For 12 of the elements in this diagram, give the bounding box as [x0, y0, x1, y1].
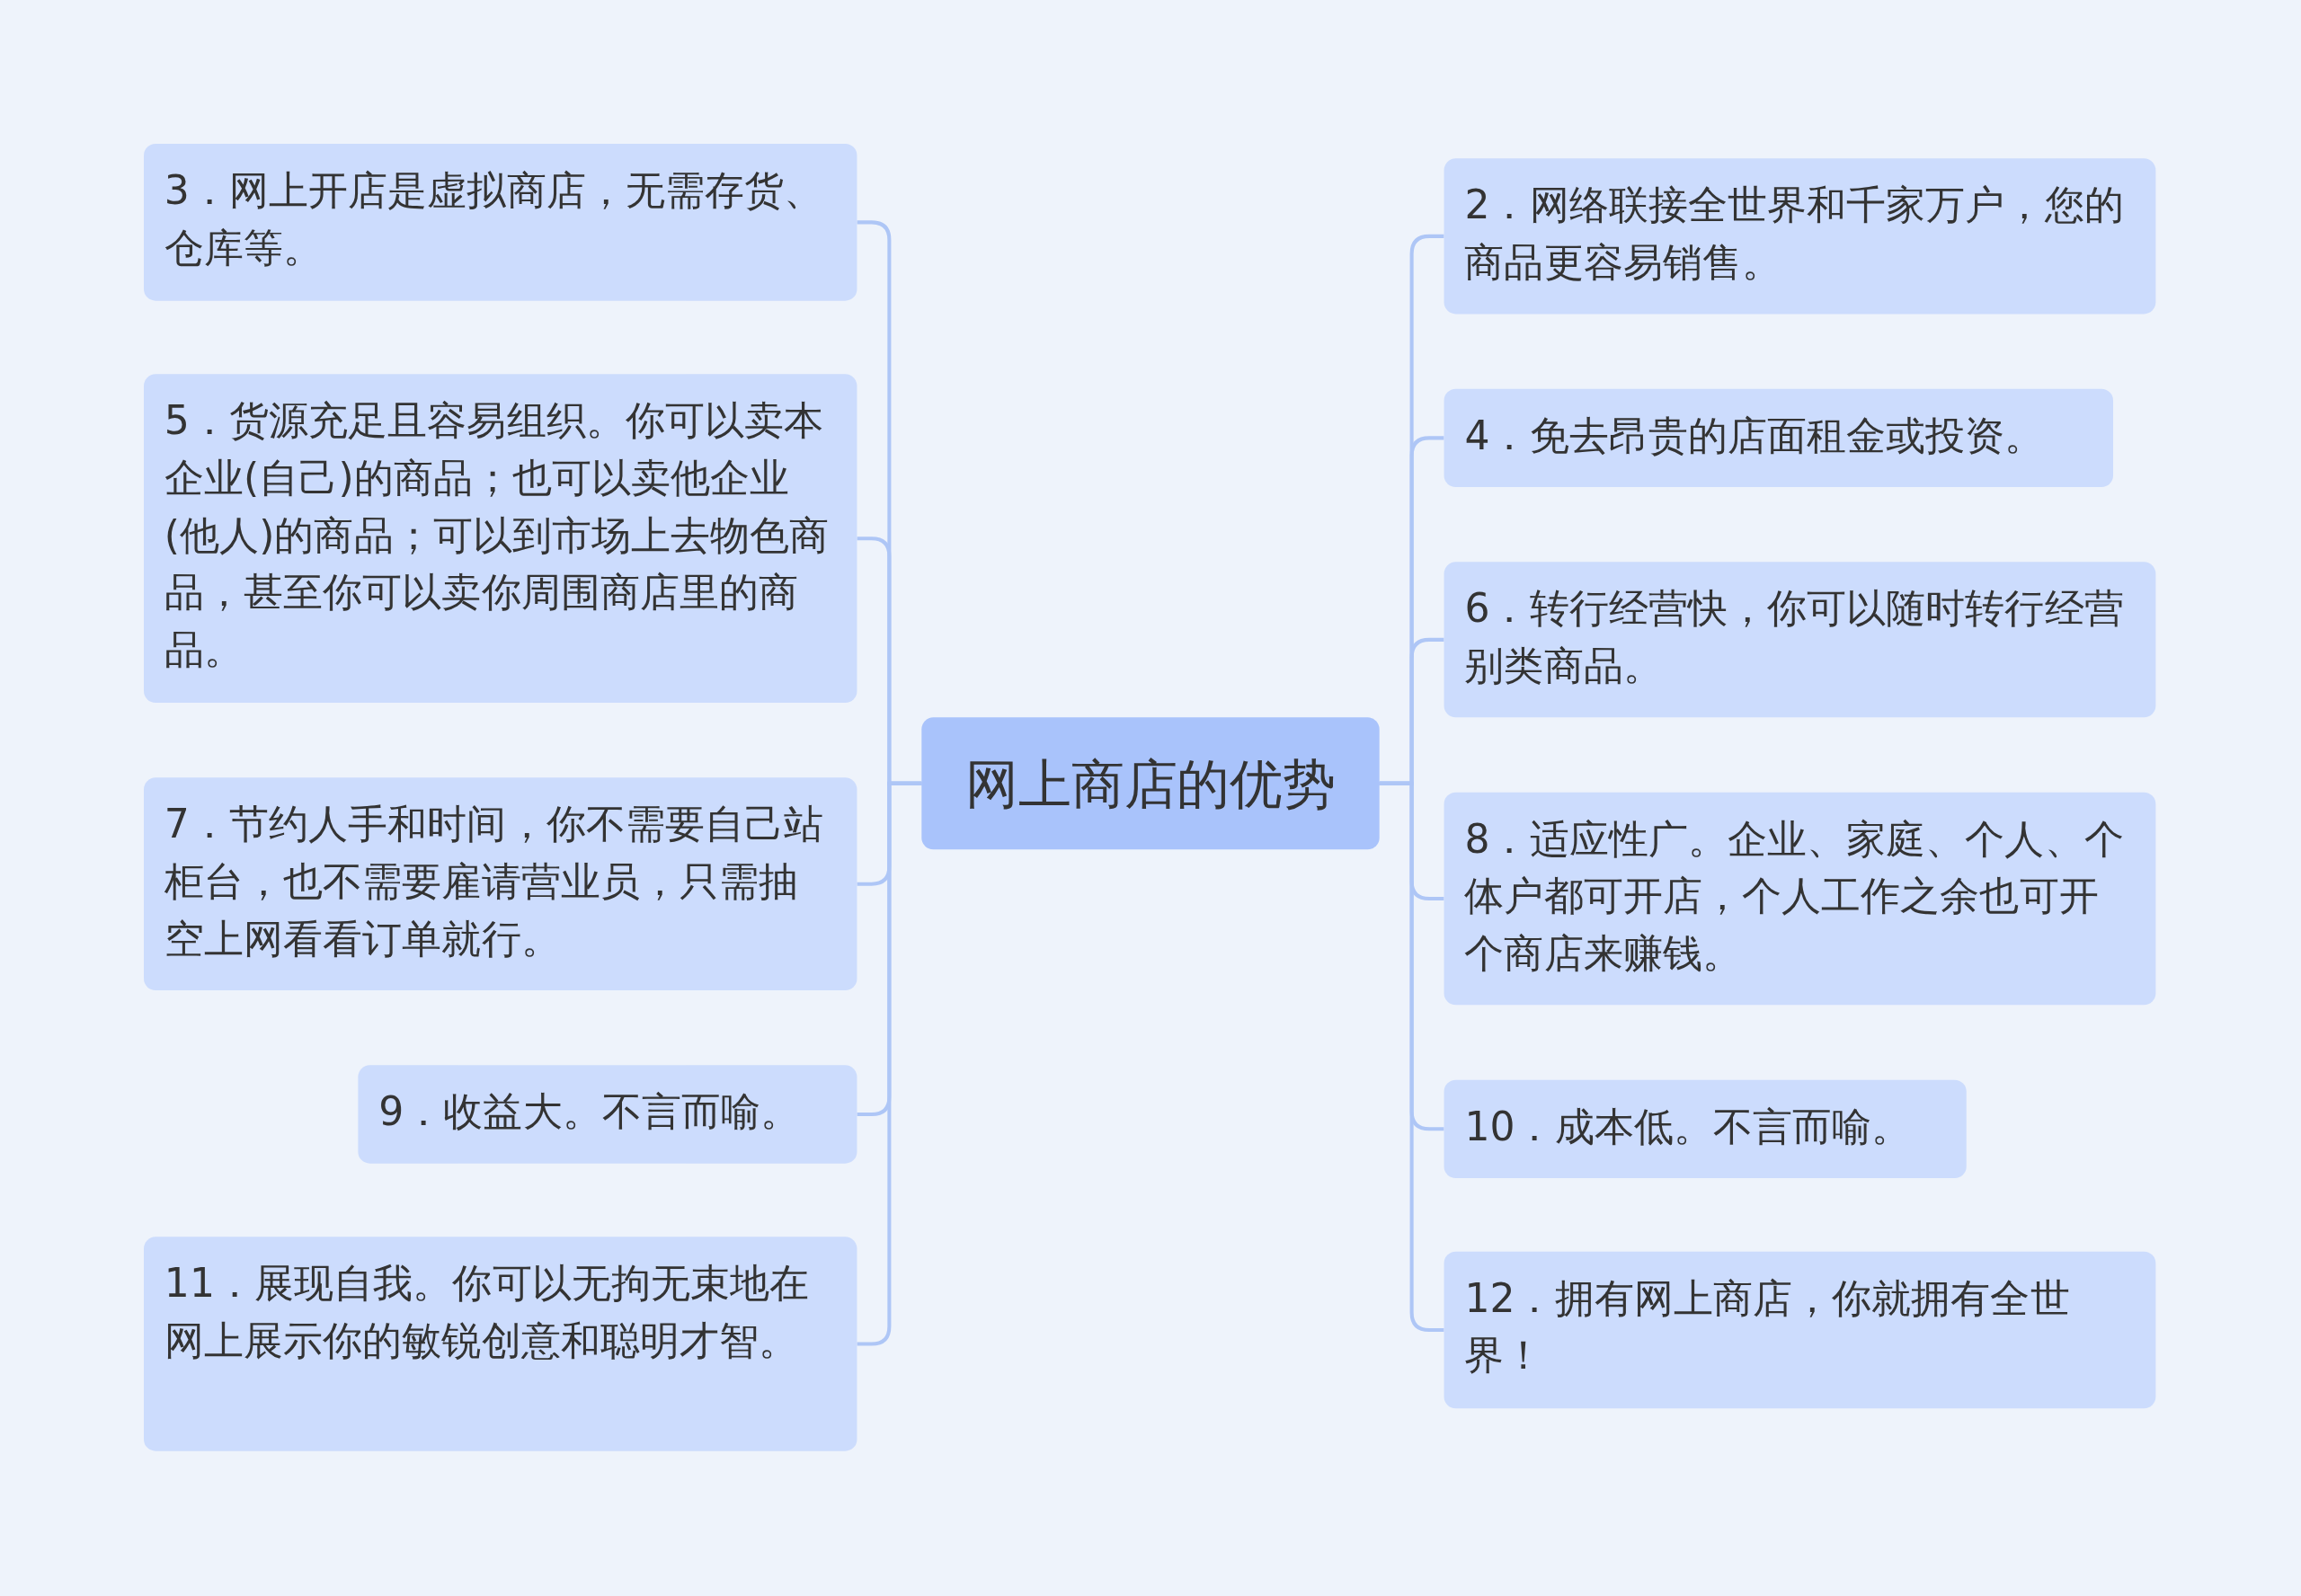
topic-box: 3．网上开店是虚拟商店，无需存货、仓库等。: [144, 144, 857, 301]
topic-box: 6．转行经营快，你可以随时转行经营别类商品。: [1444, 562, 2156, 718]
central-topic-box: 网上商店的优势: [921, 717, 1380, 850]
topic-box: 9．收益大。不言而喻。: [358, 1065, 857, 1164]
topic-box: 12．拥有网上商店，你就拥有全世界！: [1444, 1251, 2156, 1409]
topic-box: 8．适应性广。企业、家庭、个人、个体户都可开店，个人工作之余也可开个商店来赚钱。: [1444, 792, 2156, 1006]
topic-box: 10．成本低。不言而喻。: [1444, 1079, 1967, 1178]
topic-box: 2．网络联接全世界和千家万户，您的商品更容易销售。: [1444, 158, 2156, 315]
topic-box: 5．货源充足且容易组织。你可以卖本企业(自己)的商品；也可以卖他企业(他人)的商品；可以到市场上去物色商品，甚至你可以卖你周围商店里的商品。: [144, 374, 857, 704]
topic-box: 4．免去昂贵的店面租金或投资。: [1444, 388, 2113, 488]
topic-box: 7．节约人手和时间，你不需要自己站柜台，也不需要雇请营业员，只需抽空上网看看订单就行。: [144, 777, 857, 991]
topic-box: 11．展现自我。你可以无拘无束地在网上展示你的敏锐创意和聪明才智。: [144, 1237, 857, 1451]
